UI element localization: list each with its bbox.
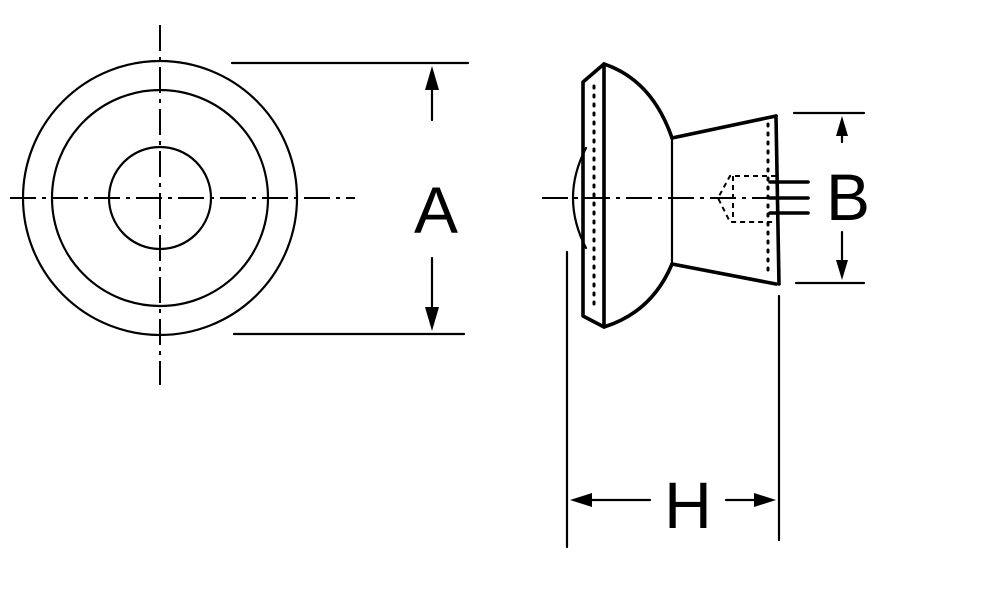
side-view-stem-top-edge [670, 114, 778, 140]
dimension-a-bottom-arrow [425, 307, 439, 331]
side-view-face-dome [572, 146, 588, 250]
side-view [542, 62, 810, 329]
dimension-h: H [565, 250, 781, 549]
dimension-a-top-arrow [425, 66, 439, 90]
dimension-h-left-arrow [570, 493, 592, 507]
front-view-inner-rim [50, 88, 270, 308]
front-view-center-boss [107, 145, 213, 251]
dimension-b-bottom-arrow [836, 260, 848, 280]
dimension-a: A [230, 61, 470, 336]
side-view-cap-profile-top [602, 62, 674, 140]
side-view-stem-end [774, 114, 781, 286]
dimension-b-top-arrow [836, 116, 848, 136]
side-view-stem-bottom-edge [670, 262, 778, 286]
front-view [10, 25, 355, 385]
dimension-b-label: B [826, 160, 870, 234]
dimension-b: B [792, 111, 870, 285]
side-view-cap-profile-bottom [602, 262, 674, 329]
front-view-outer-rim [21, 59, 299, 337]
dimension-a-label: A [414, 173, 458, 247]
side-view-hidden-insert [716, 175, 776, 223]
dimension-h-right-arrow [754, 493, 776, 507]
dimension-h-label: H [664, 468, 712, 542]
